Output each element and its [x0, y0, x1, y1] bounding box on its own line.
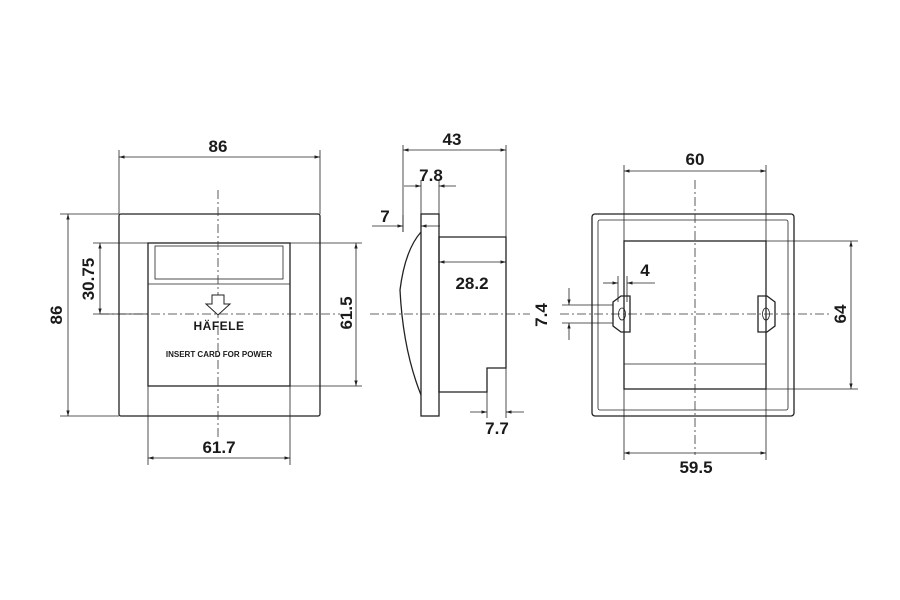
left-mount-slot — [612, 295, 631, 333]
dim-top-width: 60 — [686, 150, 705, 169]
brand-logo: HÄFELE — [194, 318, 245, 333]
dim-body: 28.2 — [455, 274, 488, 293]
dim-face-offset: 7 — [380, 207, 389, 226]
dim-hole: 4 — [640, 261, 650, 280]
insert-arrow-icon — [204, 294, 232, 316]
dim-slot-depth: 30.75 — [79, 258, 98, 301]
dim-front-width: 86 — [209, 137, 228, 156]
dim-front-height: 86 — [47, 306, 66, 325]
back-view: 60 4 7.4 64 59.5 — [532, 150, 858, 477]
front-view: HÄFELE INSERT CARD FOR POWER 86 86 30.75… — [47, 137, 362, 465]
insert-card-caption: INSERT CARD FOR POWER — [166, 350, 272, 359]
right-mount-slot — [757, 295, 776, 333]
dim-card-width: 61.7 — [202, 438, 235, 457]
dim-depth: 43 — [443, 130, 462, 149]
dim-step: 7.7 — [485, 419, 509, 438]
dim-slot-height: 7.4 — [532, 303, 551, 327]
dim-plate: 7.8 — [419, 166, 443, 185]
dim-bottom-width: 59.5 — [679, 458, 712, 477]
side-body — [438, 236, 507, 393]
card-holder — [147, 242, 291, 387]
dim-mount-height: 64 — [831, 304, 850, 323]
dim-card-height: 61.5 — [337, 296, 356, 329]
back-plate — [591, 213, 795, 417]
side-plate — [420, 213, 440, 417]
front-plate — [118, 213, 321, 417]
card-slot — [154, 245, 284, 280]
side-view: 43 7.8 7 28.2 7.7 — [370, 130, 530, 438]
